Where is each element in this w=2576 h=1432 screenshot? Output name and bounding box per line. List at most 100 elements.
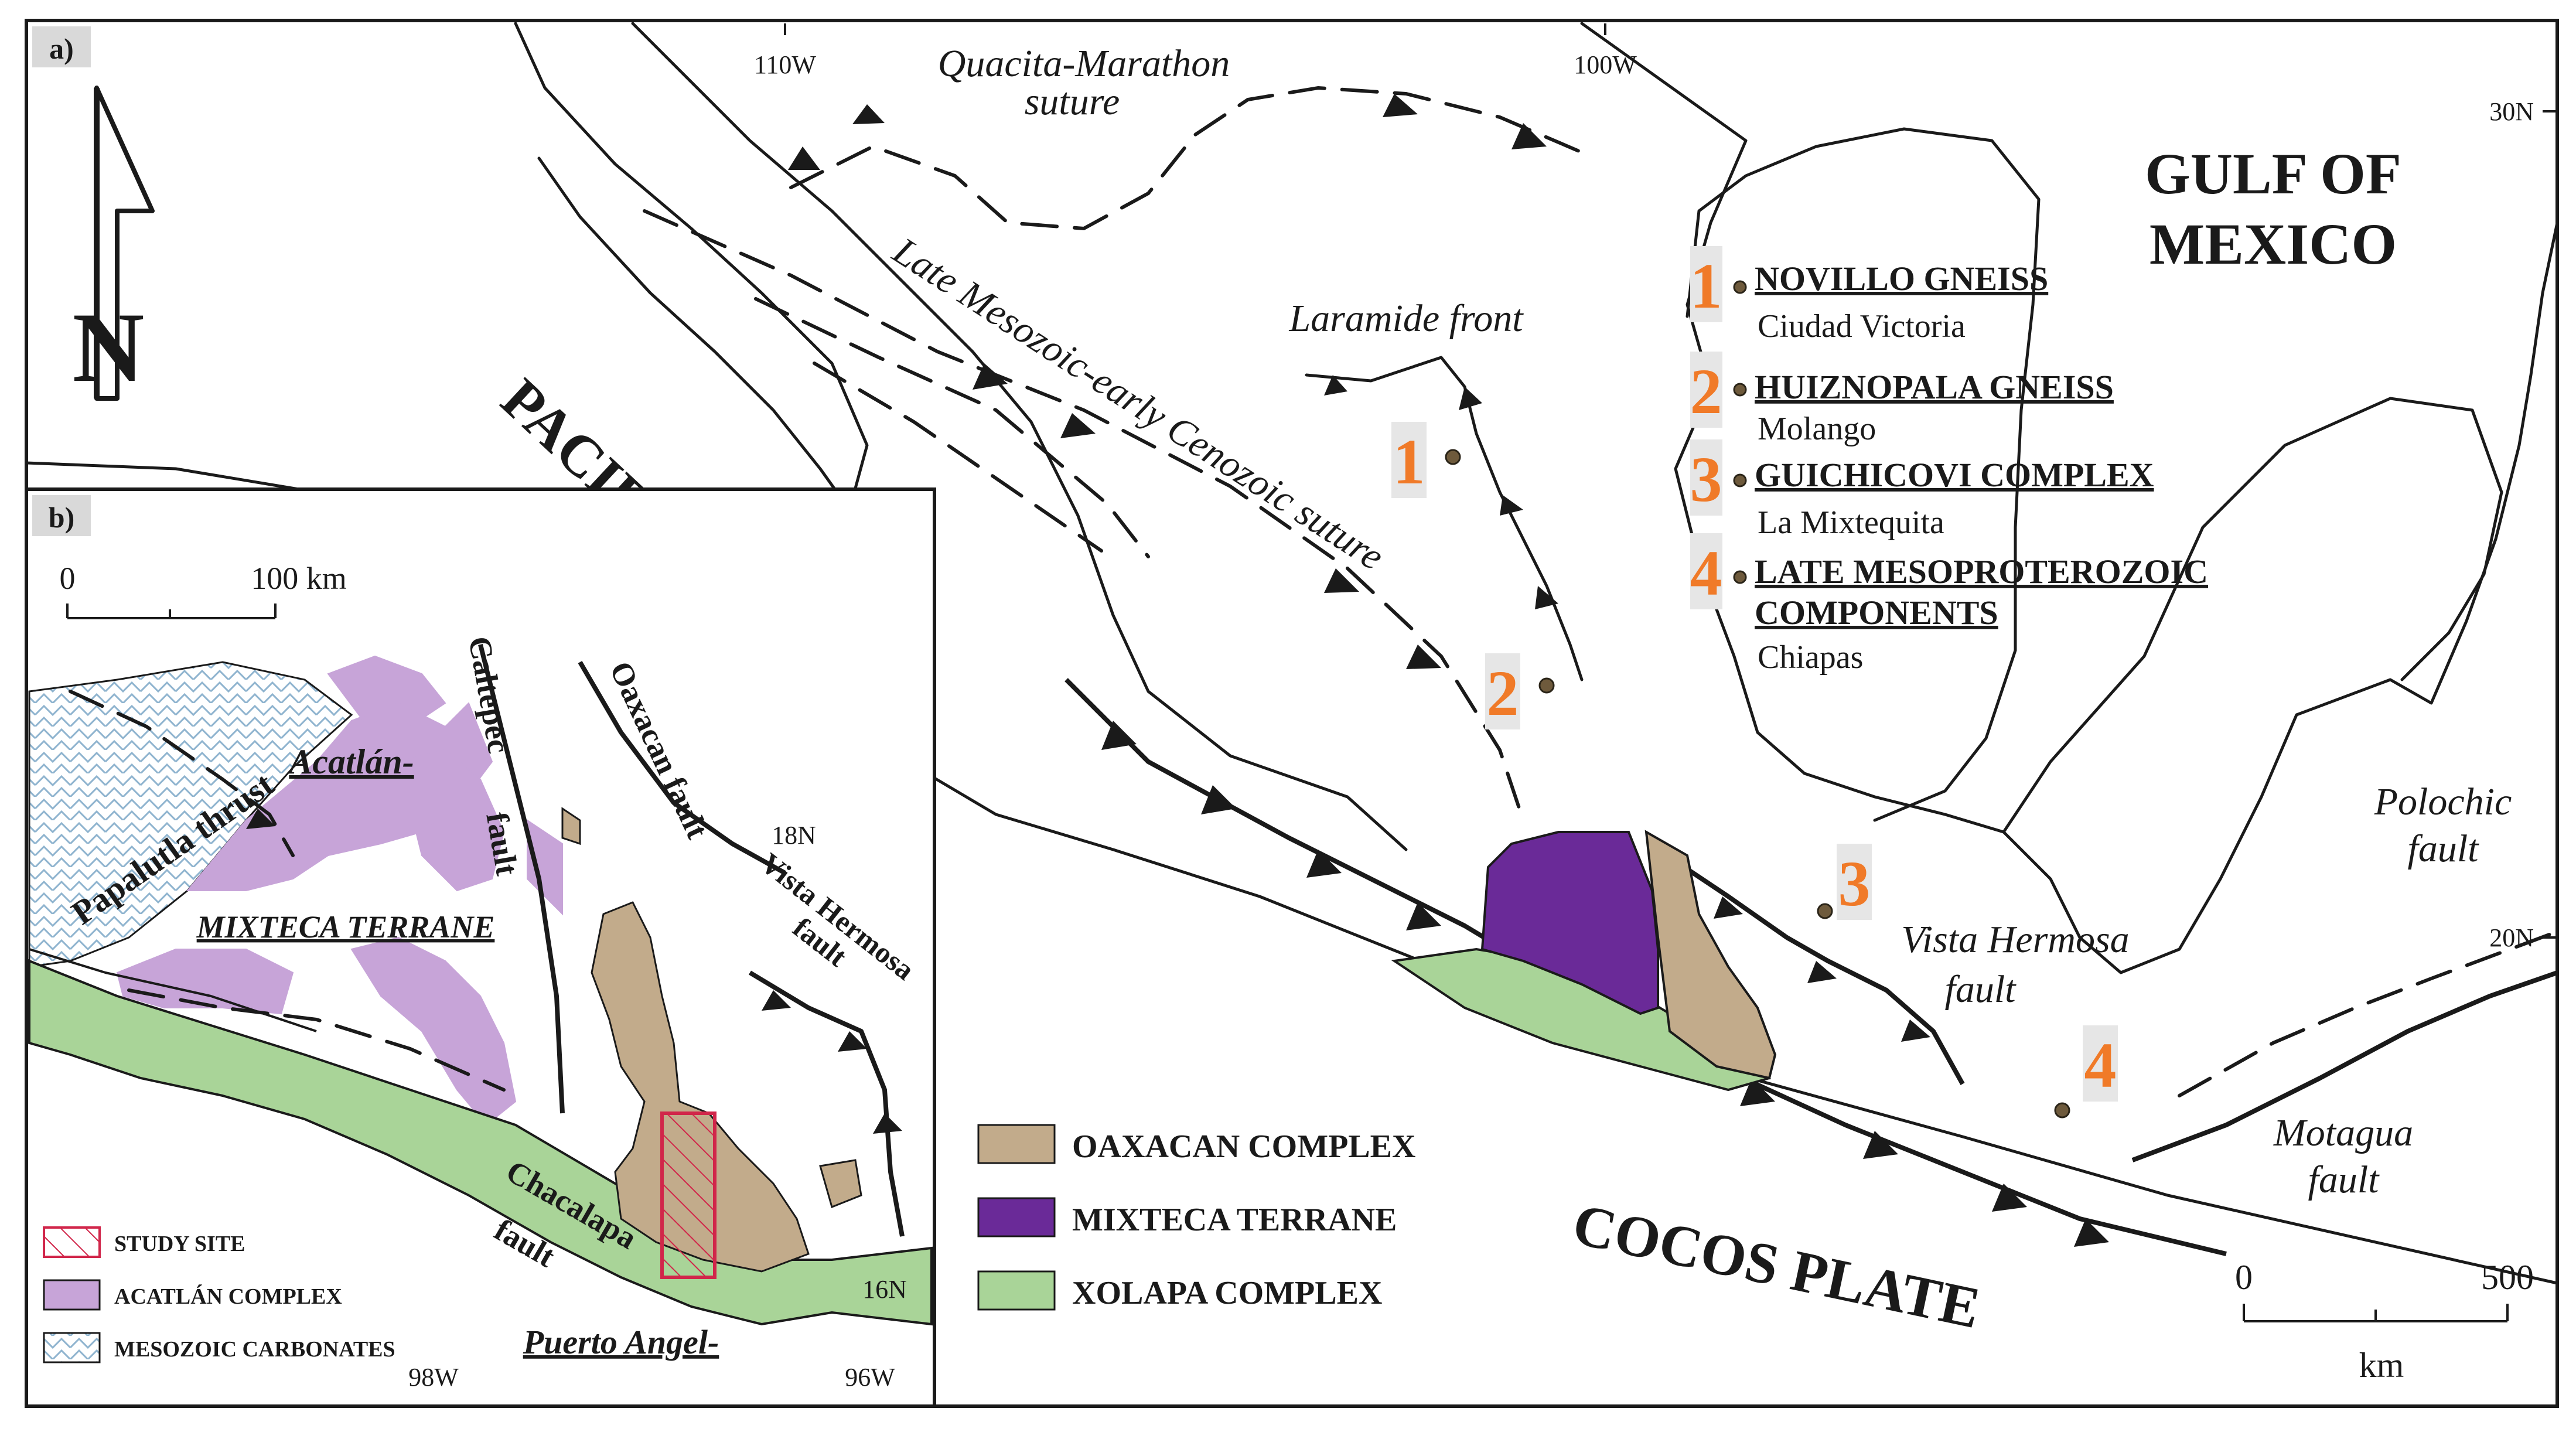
mixteca-terrane-a — [1480, 831, 1659, 1015]
site-list: 1 NOVILLO GNEISS Ciudad Victoria 2 HUIZN… — [1690, 246, 2208, 676]
site-3-place: La Mixtequita — [1758, 504, 1944, 541]
cocos-plate-label: COCOS PLATE — [1567, 1191, 1985, 1341]
panel-b-inset: b) 0 100 km 18N 16N 98W 96W Papalutla — [25, 487, 936, 1408]
site-1-number-bg — [1391, 422, 1427, 498]
legend-mixteca-swatch — [977, 1197, 1056, 1237]
north-arrow: N — [73, 86, 155, 403]
lon-110w: 110W — [754, 50, 816, 79]
mixteca-terrane-b-label: MIXTECA TERRANE — [196, 909, 495, 945]
oaxacan-complex-b — [561, 807, 862, 1273]
legend-oaxacan-label: OAXACAN COMPLEX — [1072, 1128, 1415, 1165]
baja-california — [514, 22, 869, 512]
legend-xolapa-swatch — [977, 1270, 1056, 1311]
legend-mixteca-label: MIXTECA TERRANE — [1072, 1202, 1397, 1238]
site-4-number-bg — [2083, 1025, 2118, 1102]
site-4-place: Chiapas — [1758, 639, 1863, 676]
oaxacan-complex-a — [1644, 830, 1777, 1080]
lon-98w: 98W — [408, 1363, 459, 1392]
scale-a-end: 500 — [2481, 1258, 2534, 1297]
xolapa-complex-b — [28, 959, 933, 1326]
legend-acatlan-label: ACATLÁN COMPLEX — [114, 1284, 342, 1309]
lat-20n: 20N — [2489, 923, 2534, 952]
polochic-fault — [2178, 930, 2559, 1097]
polochic-label-1: Polochic — [2374, 780, 2512, 823]
papalutla-thrust-line — [69, 690, 295, 857]
gulf-of-california-coast — [631, 22, 1408, 851]
late-mesozoic-suture — [643, 209, 1525, 822]
puerto-angel-label: Puerto Angel- — [523, 1323, 719, 1361]
svg-text:4: 4 — [1690, 537, 1722, 609]
legend-study-site-label: STUDY SITE — [114, 1232, 245, 1256]
site-3-marker — [1817, 903, 1833, 919]
site-3-number: 3 — [1838, 848, 1871, 919]
lon-100w: 100W — [1574, 50, 1637, 79]
site-4-name: LATE MESOPROTEROZOIC — [1755, 553, 2208, 591]
vista-hermosa-label-2: fault — [1944, 968, 2017, 1011]
study-site — [660, 1111, 716, 1279]
legend-study-site-swatch — [43, 1226, 101, 1258]
lat-30n: 30N — [2489, 97, 2534, 126]
site-2-number: 2 — [1487, 657, 1519, 729]
legend-acatlan-swatch — [43, 1279, 101, 1311]
polochic-label-2: fault — [2407, 827, 2479, 870]
vista-hermosa-fault — [1674, 859, 1965, 1085]
acatlan-complex — [116, 655, 563, 1126]
north-letter: N — [73, 292, 145, 403]
gulf-of-mexico-line1: GULF OF — [2145, 141, 2401, 206]
vista-hermosa-fault-b — [748, 970, 905, 1237]
legend-carbonates-swatch — [43, 1332, 101, 1363]
scale-b-end: 100 km — [251, 561, 347, 596]
chacalapa-fault-line — [127, 988, 506, 1092]
lat-18n: 18N — [772, 821, 816, 850]
svg-text:1: 1 — [1690, 250, 1722, 322]
quacita-marathon-suture — [789, 86, 1584, 231]
scale-b-start: 0 — [60, 561, 76, 596]
quacita-label-2: suture — [1025, 80, 1120, 123]
legend-oaxacan-swatch — [977, 1124, 1056, 1164]
late-mesozoic-suture-label: Late Mesozoic-early Cenozoic suture — [885, 229, 1391, 579]
coast-b — [29, 948, 317, 1032]
site-1-marker — [1445, 449, 1461, 465]
panel-b-label-bg — [32, 495, 91, 536]
mesozoic-carbonates — [28, 661, 353, 968]
site-1-name: NOVILLO GNEISS — [1755, 260, 2048, 298]
site-2-number-bg — [1485, 653, 1520, 729]
scale-a-start: 0 — [2235, 1258, 2253, 1297]
site-3-name: GUICHICOVI COMPLEX — [1755, 456, 2154, 494]
panel-b-label: b) — [49, 501, 74, 534]
site-1-number: 1 — [1393, 426, 1425, 497]
site-4-name-2: COMPONENTS — [1755, 594, 1998, 632]
site-1-place: Ciudad Victoria — [1758, 308, 1966, 345]
baja-faults-1 — [754, 297, 1150, 558]
caltepec-fault-line — [478, 644, 565, 1114]
motagua-label-1: Motagua — [2273, 1111, 2413, 1154]
motagua-fault — [2131, 970, 2558, 1162]
quacita-label-1: Quacita-Marathon — [938, 42, 1230, 85]
legend-xolapa-label: XOLAPA COMPLEX — [1072, 1275, 1382, 1311]
svg-text:2: 2 — [1690, 356, 1722, 427]
acatlan-label: Acatlán- — [286, 742, 414, 781]
site-2-marker — [1538, 677, 1555, 694]
oaxacan-fault-line — [578, 660, 786, 875]
scale-bar-a: 0 500 km — [2235, 1258, 2534, 1385]
gulf-of-mexico-line2: MEXICO — [2149, 212, 2397, 277]
site-4-marker — [2054, 1102, 2070, 1119]
scale-a-unit: km — [2359, 1346, 2404, 1385]
site-4-number: 4 — [2084, 1029, 2117, 1101]
site-3-number-bg — [1837, 844, 1872, 920]
baja-faults-2 — [813, 362, 1103, 553]
laramide-front-label: Laramide front — [1288, 297, 1524, 340]
legend-a: OAXACAN COMPLEX MIXTECA TERRANE XOLAPA C… — [977, 1124, 1415, 1311]
legend-carbonates-label: MESOZOIC CARBONATES — [114, 1337, 395, 1362]
panel-a-label: a) — [49, 32, 74, 65]
site-2-name: HUIZNOPALA GNEISS — [1755, 368, 2114, 406]
svg-text:3: 3 — [1690, 444, 1722, 515]
vista-hermosa-label-1: Vista Hermosa — [1901, 918, 2129, 961]
gulf-shelf — [1686, 127, 2041, 822]
yucatan — [2002, 397, 2503, 834]
site-2-place: Molango — [1758, 411, 1876, 447]
laramide-front — [1305, 356, 1584, 681]
panel-a-label-bg — [32, 26, 91, 67]
motagua-label-2: fault — [2308, 1158, 2380, 1201]
